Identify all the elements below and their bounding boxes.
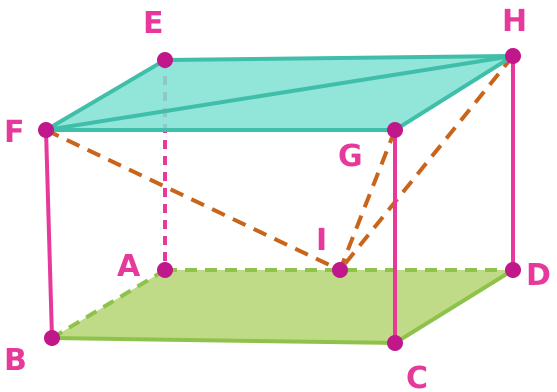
point-g (387, 122, 403, 138)
point-f (38, 122, 54, 138)
point-c (387, 335, 403, 351)
label-g: G (338, 139, 363, 174)
point-d (505, 262, 521, 278)
label-a: A (117, 249, 141, 284)
point-a (157, 262, 173, 278)
label-h: H (502, 4, 527, 39)
edge-bf (44, 129, 54, 339)
bottom-face-abcd (52, 270, 513, 343)
point-h (505, 48, 521, 64)
segment-gi (338, 129, 397, 271)
label-d: D (526, 258, 551, 293)
point-e (157, 52, 173, 68)
diagonal-fh (45, 54, 514, 132)
label-e: E (143, 6, 164, 41)
label-i: I (316, 223, 327, 258)
edge-cd (393, 268, 515, 345)
point-i (332, 262, 348, 278)
label-b: B (4, 343, 27, 378)
edge-bc (51, 336, 396, 345)
vertex-points (38, 48, 521, 351)
point-b (44, 330, 60, 346)
label-c: C (406, 361, 428, 392)
edge-ab (50, 268, 167, 340)
segment-fi (45, 128, 341, 272)
label-f: F (4, 115, 25, 150)
